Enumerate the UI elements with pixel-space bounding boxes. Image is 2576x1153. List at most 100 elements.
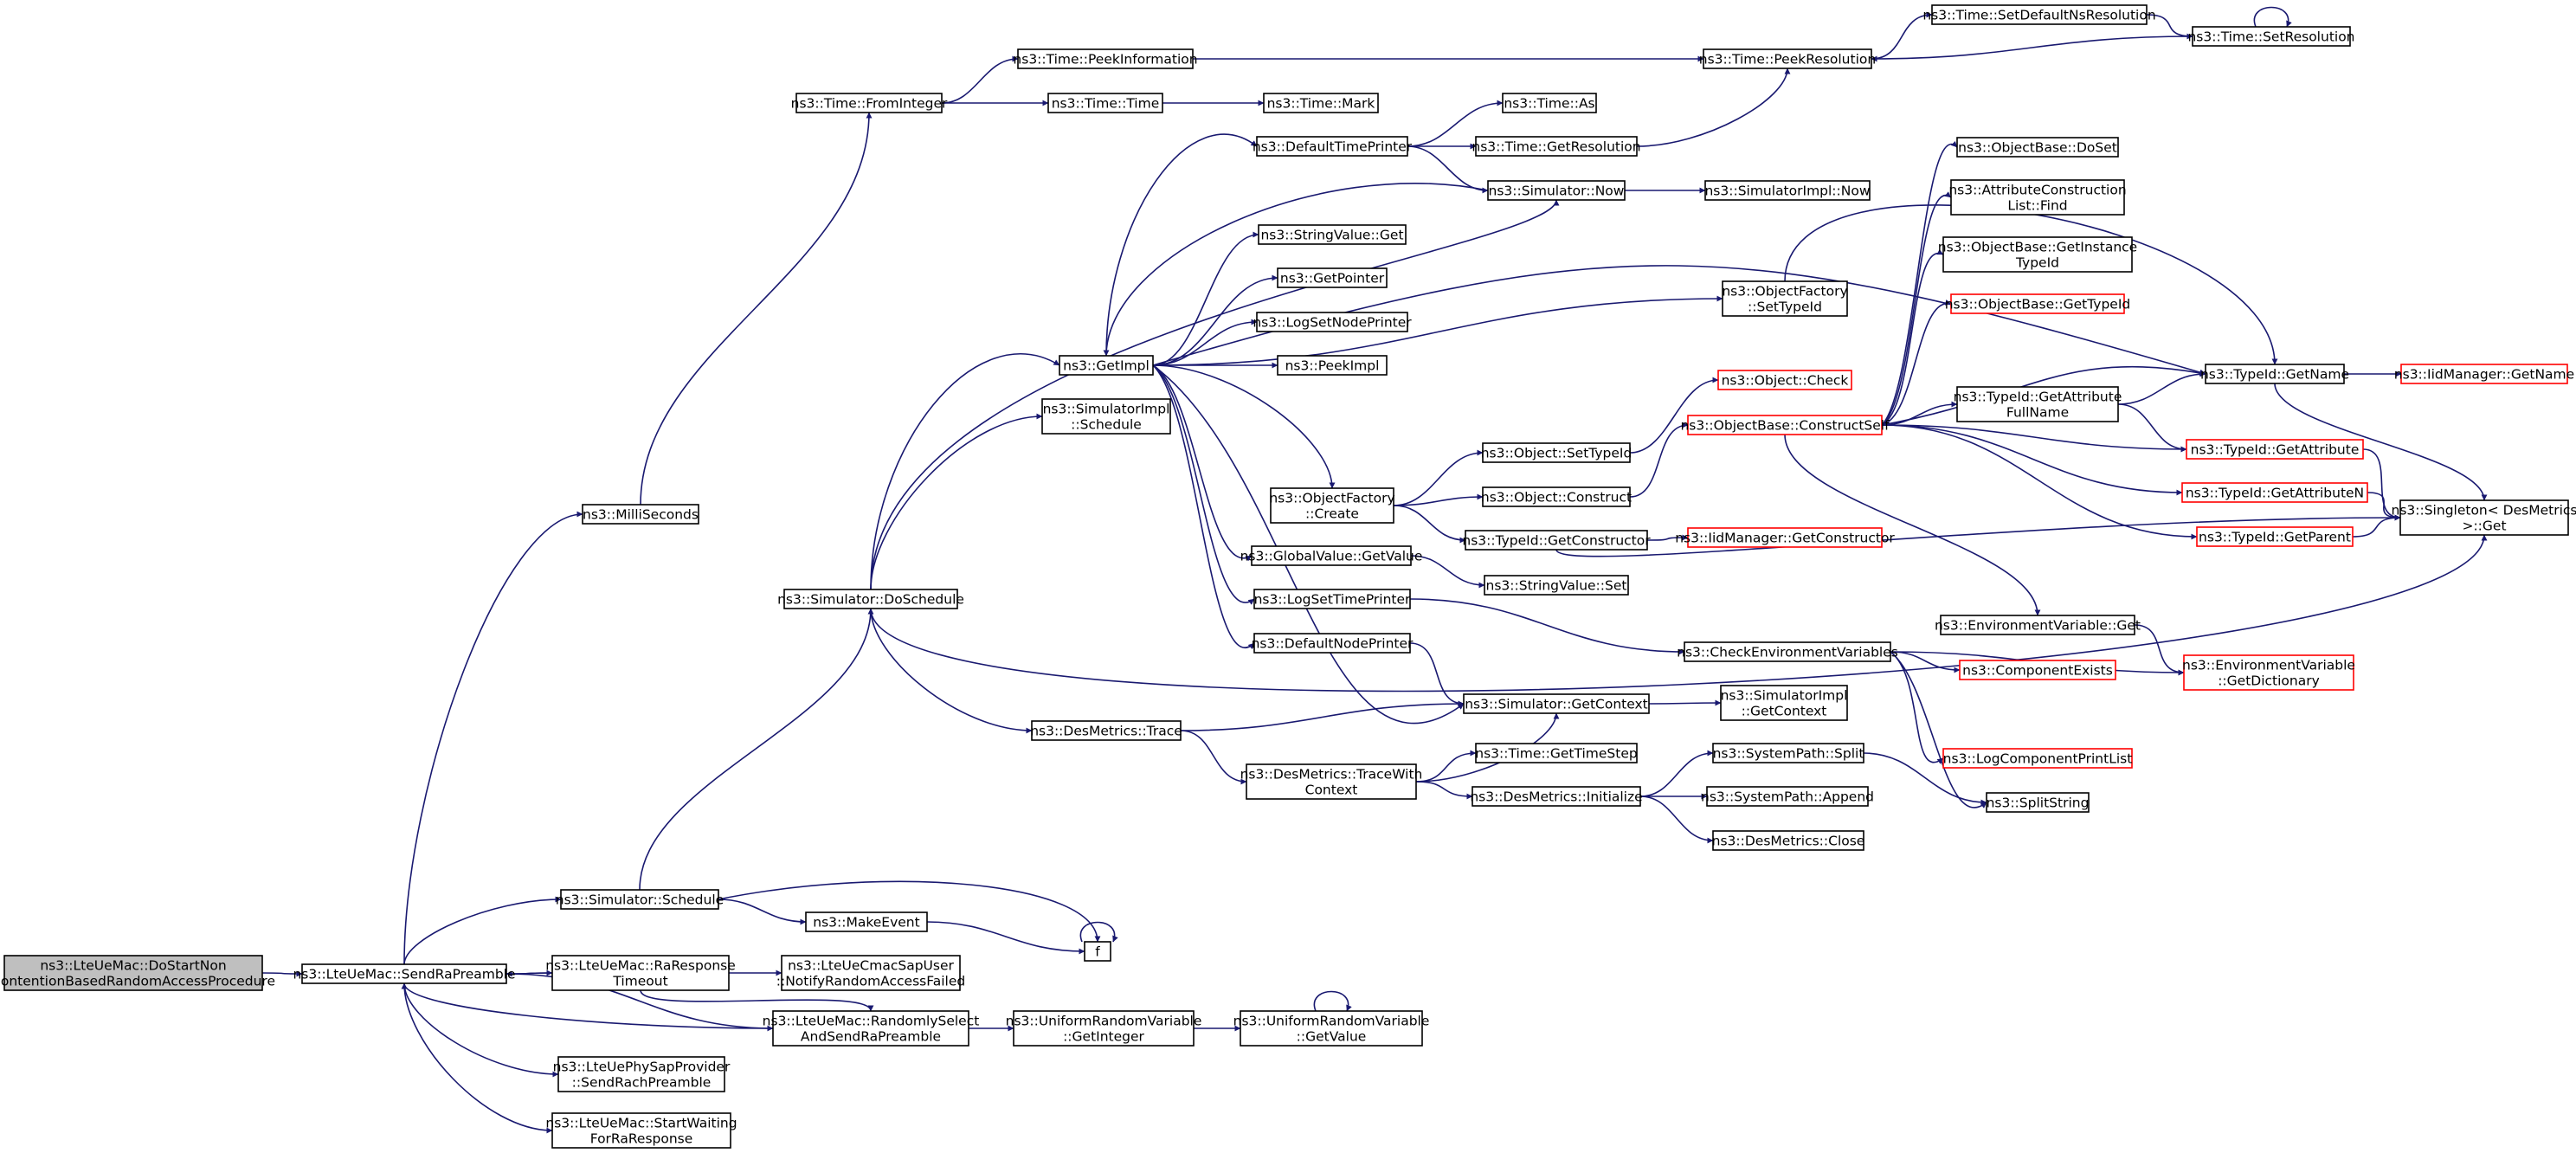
node-componentExists[interactable]: ns3::ComponentExists (1959, 660, 2116, 680)
node-peekInformation[interactable]: ns3::Time::PeekInformation (1013, 48, 1198, 69)
node-desMetricsClose[interactable]: ns3::DesMetrics::Close (1712, 830, 1865, 851)
node-doSchedule[interactable]: ns3::Simulator::DoSchedule (777, 589, 964, 609)
node-setDefaultNsResolution[interactable]: ns3::Time::SetDefaultNsResolution (1922, 4, 2156, 25)
node-box (1277, 355, 1388, 376)
node-objectBaseDoSet[interactable]: ns3::ObjectBase::DoSet (1956, 137, 2119, 158)
node-typeIdGetConstructor[interactable]: ns3::TypeId::GetConstructor (1462, 530, 1651, 551)
node-randomlySelect[interactable]: ns3::LteUeMac::RandomlySelectAndSendRaPr… (763, 1010, 980, 1047)
node-getResolution[interactable]: ns3::Time::GetResolution (1472, 136, 1641, 157)
node-label: ns3::DefaultTimePrinter (1253, 139, 1413, 155)
node-iidManagerGetName[interactable]: ns3::IidManager::GetName (2394, 364, 2574, 384)
node-box (805, 911, 928, 932)
node-typeIdGetName[interactable]: ns3::TypeId::GetName (2200, 364, 2349, 384)
node-timeMark[interactable]: ns3::Time::Mark (1263, 93, 1379, 113)
node-label: ns3::LteUeMac::SendRaPreamble (293, 967, 515, 982)
node-stringValueSet[interactable]: ns3::StringValue::Set (1484, 575, 1629, 596)
node-label: ns3::Time::SetDefaultNsResolution (1922, 8, 2155, 23)
node-makeEvent[interactable]: ns3::MakeEvent (805, 911, 928, 932)
node-getTimeStep[interactable]: ns3::Time::GetTimeStep (1475, 743, 1638, 763)
node-objectSetTypeId[interactable]: ns3::Object::SetTypeId (1481, 442, 1633, 463)
node-getImpl[interactable]: ns3::GetImpl (1059, 355, 1154, 376)
node-peekImpl[interactable]: ns3::PeekImpl (1277, 355, 1388, 376)
node-timeAs[interactable]: ns3::Time::As (1502, 93, 1597, 113)
node-sendRaPreamble[interactable]: ns3::LteUeMac::SendRaPreamble (293, 963, 516, 984)
edge-raResponseTimeout-to-randomlySelect (640, 989, 874, 1012)
node-simulatorSchedule[interactable]: ns3::Simulator::Schedule (556, 889, 724, 910)
edge-makeEvent-to-f (926, 921, 1085, 955)
node-sendRachPreamble[interactable]: ns3::LteUePhySapProvider::SendRachPreamb… (553, 1056, 731, 1092)
node-objectConstruct[interactable]: ns3::Object::Construct (1481, 486, 1632, 507)
node-globalValueGetValue[interactable]: ns3::GlobalValue::GetValue (1240, 545, 1423, 566)
node-singletonGet[interactable]: ns3::Singleton< DesMetrics >::Get (2392, 499, 2576, 536)
node-box (2399, 499, 2569, 536)
node-box (1256, 312, 1408, 332)
edge-f-recursive (1079, 921, 1118, 943)
node-simImplSchedule[interactable]: ns3::SimulatorImpl::Schedule (1041, 398, 1171, 435)
node-objectCheck[interactable]: ns3::Object::Check (1717, 370, 1852, 390)
edge-doSchedule-to-getImpl (870, 353, 1060, 590)
node-box (557, 1056, 725, 1092)
node-timeTime[interactable]: ns3::Time::Time (1047, 93, 1163, 113)
node-label: ::NotifyRandomAccessFailed (776, 974, 965, 989)
node-milliSeconds[interactable]: ns3::MilliSeconds (582, 504, 699, 525)
node-simImplGetContext[interactable]: ns3::SimulatorImpl::GetContext (1720, 685, 1848, 721)
node-systemPathSplit[interactable]: ns3::SystemPath::Split (1712, 743, 1864, 763)
node-label: ns3::LogSetNodePrinter (1253, 315, 1412, 331)
node-envVarGetDictionary[interactable]: ns3::EnvironmentVariable::GetDictionary (2182, 654, 2355, 691)
node-typeIdGetAttribute[interactable]: ns3::TypeId::GetAttribute (2186, 439, 2364, 460)
node-label: ns3::LteUeMac::RandomlySelect (763, 1014, 980, 1029)
node-envVarGet[interactable]: ns3::EnvironmentVariable::Get (1935, 615, 2141, 635)
node-defaultNodePrinter[interactable]: ns3::DefaultNodePrinter (1252, 633, 1414, 654)
node-box (1703, 48, 1872, 69)
node-logSetTimePrinter[interactable]: ns3::LogSetTimePrinter (1253, 589, 1411, 609)
node-logSetNodePrinter[interactable]: ns3::LogSetNodePrinter (1253, 312, 1412, 332)
node-simulatorImplNow[interactable]: ns3::SimulatorImpl::Now (1704, 180, 1871, 201)
node-box (1240, 1010, 1423, 1047)
node-label: >::Get (2462, 519, 2506, 534)
node-label: ns3::ObjectBase::GetTypeId (1945, 297, 2131, 312)
edge-getImpl-to-defaultTimePrinter (1105, 133, 1258, 357)
node-desMetricsInitialize[interactable]: ns3::DesMetrics::Initialize (1470, 786, 1643, 807)
node-label: FullName (2006, 405, 2069, 421)
edge-globalValueGetValue-to-stringValueSet (1410, 555, 1485, 589)
node-systemPathAppend[interactable]: ns3::SystemPath::Append (1701, 786, 1874, 807)
node-setResolution[interactable]: ns3::Time::SetResolution (2187, 26, 2355, 47)
node-objectFactorySetTypeId[interactable]: ns3::ObjectFactory::SetTypeId (1722, 280, 1848, 317)
node-splitString[interactable]: ns3::SplitString (1986, 792, 2090, 813)
node-stringValueGet[interactable]: ns3::StringValue::Get (1258, 224, 1407, 245)
node-root[interactable]: ns3::LteUeMac::DoStartNonContentionBased… (0, 955, 275, 991)
node-box (1253, 589, 1411, 609)
node-label: ns3::DesMetrics::TraceWith (1240, 767, 1423, 783)
node-typeIdGetParent[interactable]: ns3::TypeId::GetParent (2196, 526, 2354, 547)
node-desMetricsTrace[interactable]: ns3::DesMetrics::Trace (1030, 720, 1182, 741)
edge-constructSelf-to-typeIdGetAttribute (1881, 424, 2187, 453)
node-box (1270, 487, 1394, 524)
node-checkEnvVars[interactable]: ns3::CheckEnvironmentVariables (1677, 641, 1898, 662)
node-constructSelf[interactable]: ns3::ObjectBase::ConstructSelf (1680, 415, 1890, 435)
node-getPointer[interactable]: ns3::GetPointer (1277, 267, 1388, 288)
node-uniformGetInteger[interactable]: ns3::UniformRandomVariable::GetInteger (1006, 1010, 1202, 1047)
node-iidGetConstructor[interactable]: ns3::IidManager::GetConstructor (1675, 527, 1895, 548)
node-typeIdGetAttributeN[interactable]: ns3::TypeId::GetAttributeN (2181, 482, 2368, 503)
node-peekResolution[interactable]: ns3::Time::PeekResolution (1699, 48, 1876, 69)
node-notifyRandomAccessFailed[interactable]: ns3::LteUeCmacSapUser::NotifyRandomAcces… (776, 955, 965, 991)
node-objectBaseGetTypeId[interactable]: ns3::ObjectBase::GetTypeId (1945, 293, 2131, 314)
node-simulatorGetContext[interactable]: ns3::Simulator::GetContext (1463, 693, 1650, 714)
node-label: ns3::Object::Check (1722, 373, 1849, 389)
node-label: ns3::ObjectBase::ConstructSelf (1680, 418, 1890, 434)
node-simulatorNow[interactable]: ns3::Simulator::Now (1487, 180, 1626, 201)
node-f[interactable]: f (1084, 941, 1111, 962)
node-logComponentPrintList[interactable]: ns3::LogComponentPrintList (1942, 748, 2133, 769)
node-box (772, 1010, 969, 1047)
node-uniformGetValue[interactable]: ns3::UniformRandomVariable::GetValue (1233, 1010, 1430, 1047)
node-objectFactoryCreate[interactable]: ns3::ObjectFactory::Create (1269, 487, 1395, 524)
node-fromInteger[interactable]: ns3::Time::FromInteger (791, 93, 948, 113)
node-defaultTimePrinter[interactable]: ns3::DefaultTimePrinter (1253, 136, 1413, 157)
node-box (1258, 224, 1407, 245)
